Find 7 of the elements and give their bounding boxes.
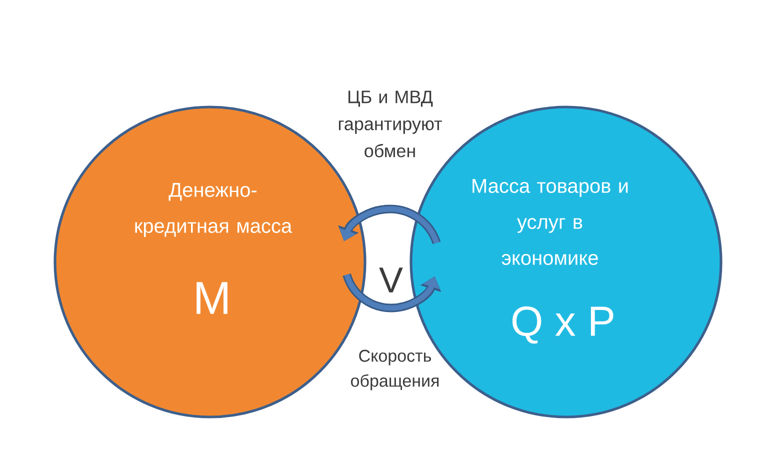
formula-text: Q x P — [512, 306, 614, 344]
circle-heading: Денежно-кредитная масса — [135, 183, 292, 237]
caption-text: ЦБ и МВД гарантируют обмен — [338, 90, 442, 158]
caption-text: Скорость обращения — [351, 350, 439, 390]
formula-letter: M — [196, 282, 228, 314]
variable-letter: V — [379, 268, 403, 292]
circle-heading: Масса товаров и услуг в экономике — [472, 179, 628, 265]
